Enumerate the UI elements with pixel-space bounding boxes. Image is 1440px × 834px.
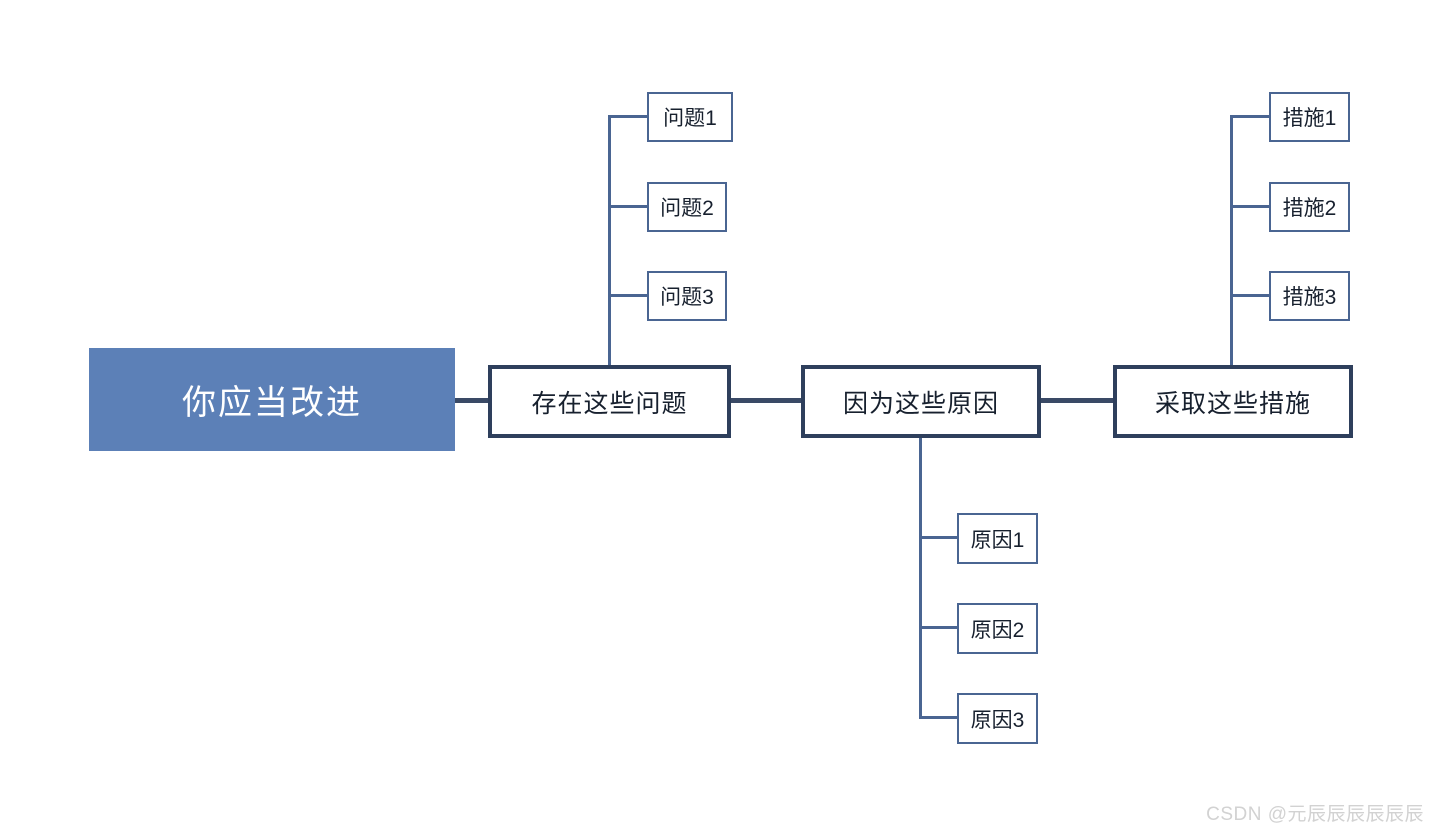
branch-stub-measure-3 [1230, 294, 1271, 297]
branch-stub-problem-2 [608, 205, 649, 208]
csdn-watermark: CSDN @元辰辰辰辰辰辰 [1206, 804, 1424, 825]
branch-stub-cause-2 [919, 626, 959, 629]
node-leaf-problem-3[interactable]: 问题3 [647, 271, 727, 321]
node-main-causes[interactable]: 因为这些原因 [801, 365, 1041, 438]
node-leaf-measure-2[interactable]: 措施2 [1269, 182, 1350, 232]
branch-trunk-causes [919, 435, 922, 719]
node-main-measures[interactable]: 采取这些措施 [1113, 365, 1353, 438]
connector-problems-to-causes [727, 398, 804, 403]
node-leaf-cause-2[interactable]: 原因2 [957, 603, 1038, 654]
branch-stub-measure-1 [1230, 115, 1271, 118]
branch-stub-measure-2 [1230, 205, 1271, 208]
node-leaf-cause-1[interactable]: 原因1 [957, 513, 1038, 564]
branch-stub-problem-1 [608, 115, 649, 118]
branch-stub-cause-1 [919, 536, 959, 539]
node-leaf-measure-3[interactable]: 措施3 [1269, 271, 1350, 321]
node-main-problems[interactable]: 存在这些问题 [488, 365, 731, 438]
node-leaf-problem-1[interactable]: 问题1 [647, 92, 733, 142]
connector-root-to-problems [455, 398, 490, 403]
branch-trunk-problems [608, 116, 611, 369]
node-leaf-problem-2[interactable]: 问题2 [647, 182, 727, 232]
branch-stub-problem-3 [608, 294, 649, 297]
connector-causes-to-measures [1038, 398, 1116, 403]
node-leaf-measure-1[interactable]: 措施1 [1269, 92, 1350, 142]
node-leaf-cause-3[interactable]: 原因3 [957, 693, 1038, 744]
branch-trunk-measures [1230, 116, 1233, 369]
branch-stub-cause-3 [919, 716, 959, 719]
node-root[interactable]: 你应当改进 [89, 348, 455, 451]
